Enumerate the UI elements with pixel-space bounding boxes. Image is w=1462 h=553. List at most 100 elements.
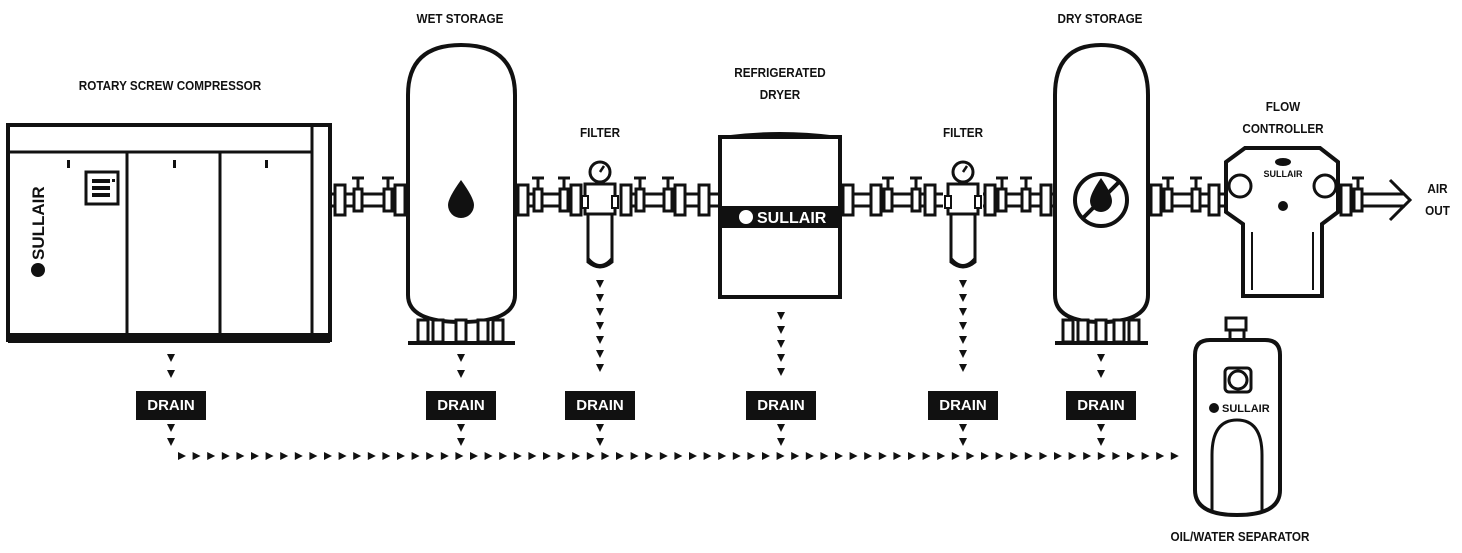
flow-arrow-marker [849, 452, 858, 460]
flow-arrow-marker [791, 452, 800, 460]
flow-arrow-marker [1024, 452, 1033, 460]
flow-arrow-marker [805, 452, 814, 460]
flow-arrow-marker [659, 452, 668, 460]
flow-arrow-marker [732, 452, 741, 460]
flow-arrow-marker [411, 452, 420, 460]
flow-arrow-marker [192, 452, 201, 460]
flow-arrow-marker [367, 452, 376, 460]
flow-arrow-marker [1010, 452, 1019, 460]
flow-arrow-marker [426, 452, 435, 460]
flow-brand-text: SULLAIR [1264, 169, 1303, 179]
flow-controller: SULLAIR [1224, 146, 1340, 298]
flow-arrow-marker [1141, 452, 1150, 460]
filter-2 [944, 160, 982, 269]
drain-filter-2: DRAIN [928, 391, 998, 420]
flow-arrow-marker [995, 452, 1004, 460]
flow-arrow-marker [630, 452, 639, 460]
flow-arrow-marker [236, 452, 245, 460]
compressor-sullair-logo: SULLAIR [29, 186, 48, 277]
flow-arrow-marker [951, 452, 960, 460]
flow-arrow-marker [908, 452, 916, 460]
flow-arrow-marker [353, 452, 362, 460]
flow-arrow-marker [207, 452, 216, 460]
flow-arrow-marker [397, 452, 405, 460]
wet-storage-label: WET STORAGE [416, 11, 504, 26]
flow-arrow-marker [265, 452, 274, 460]
drain-dryer: DRAIN [746, 391, 816, 420]
flow-arrow-marker [178, 452, 186, 460]
flow-arrow-marker [966, 452, 975, 460]
filter-2-label: FILTER [942, 125, 984, 140]
dry-storage-tank [1053, 42, 1150, 345]
flow-arrow-marker [221, 452, 230, 460]
flow-arrow-marker [382, 452, 391, 460]
flow-arrow-marker [251, 452, 259, 460]
flow-controller-label-line1: FLOW [1265, 99, 1301, 114]
flow-arrow-marker [324, 452, 332, 460]
flow-arrow-marker [864, 452, 873, 460]
compressor-brand-text: SULLAIR [29, 186, 48, 260]
air-out-label-line2: OUT [1425, 203, 1450, 218]
water-drop-icon [448, 180, 474, 218]
flow-arrow-marker [1112, 452, 1121, 460]
flow-arrow-marker [762, 452, 770, 460]
refrigerated-dryer: SULLAIR [718, 132, 842, 299]
flow-arrow-marker [1170, 452, 1179, 460]
flow-arrow-marker [280, 452, 289, 460]
drain-filter-1: DRAIN [565, 391, 635, 420]
flow-arrow-marker [572, 452, 581, 460]
flow-arrow-marker [937, 452, 946, 460]
filter-1-label: FILTER [579, 125, 621, 140]
flow-arrow-marker [1156, 452, 1165, 460]
separator-sullair-logo: SULLAIR [1209, 403, 1270, 415]
flow-arrow-marker [513, 452, 522, 460]
flow-arrow-marker [1039, 452, 1048, 460]
flow-controller-sullair-logo: SULLAIR [1264, 158, 1303, 179]
flow-arrow-marker [835, 452, 843, 460]
no-water-icon [1073, 172, 1129, 228]
flow-arrow-marker [922, 452, 931, 460]
flow-arrow-marker [747, 452, 756, 460]
flow-arrow-marker [557, 452, 566, 460]
control-panel-icon [84, 170, 120, 206]
flow-arrow-marker [1068, 452, 1077, 460]
flow-arrow-marker [1127, 452, 1135, 460]
flow-arrow-marker [528, 452, 537, 460]
oil-water-separator: SULLAIR [1193, 316, 1282, 518]
flow-arrow-marker [1083, 452, 1092, 460]
drain-collection-line [178, 452, 1179, 460]
flow-arrow-marker [1097, 452, 1106, 460]
flow-arrow-marker [455, 452, 464, 460]
rotary-screw-compressor: SULLAIR [6, 123, 332, 343]
dryer-sullair-logo: SULLAIR [739, 210, 827, 227]
flow-arrow-marker [893, 452, 902, 460]
dryer-brand-text: SULLAIR [757, 210, 827, 227]
flow-arrow-marker [586, 452, 595, 460]
flow-arrow-marker [820, 452, 829, 460]
flow-arrow-marker [484, 452, 493, 460]
flow-arrow-marker [616, 452, 624, 460]
flow-arrow-marker [703, 452, 712, 460]
air-out-label-line1: AIR [1427, 181, 1448, 196]
flow-arrow-marker [718, 452, 727, 460]
separator-brand-text: SULLAIR [1222, 403, 1270, 415]
flow-arrow-marker [294, 452, 303, 460]
flow-arrow-marker [689, 452, 697, 460]
flow-arrow-marker [674, 452, 683, 460]
flow-arrow-marker [1054, 452, 1062, 460]
drain-compressor: DRAIN [136, 391, 206, 420]
compressor-label: ROTARY SCREW COMPRESSOR [78, 78, 262, 93]
flow-arrow-marker [645, 452, 654, 460]
flow-arrow-marker [440, 452, 449, 460]
flow-arrow-marker [499, 452, 508, 460]
drain-dry-storage: DRAIN [1066, 391, 1136, 420]
dry-storage-label: DRY STORAGE [1057, 11, 1143, 26]
flow-arrow-marker [981, 452, 989, 460]
dryer-label-line1: REFRIGERATED [734, 65, 826, 80]
flow-arrow-marker [776, 452, 785, 460]
flow-controller-label-line2: CONTROLLER [1242, 121, 1324, 136]
flow-arrow-marker [543, 452, 551, 460]
flow-arrow-marker [309, 452, 318, 460]
dryer-label-line2: DRYER [759, 87, 801, 102]
